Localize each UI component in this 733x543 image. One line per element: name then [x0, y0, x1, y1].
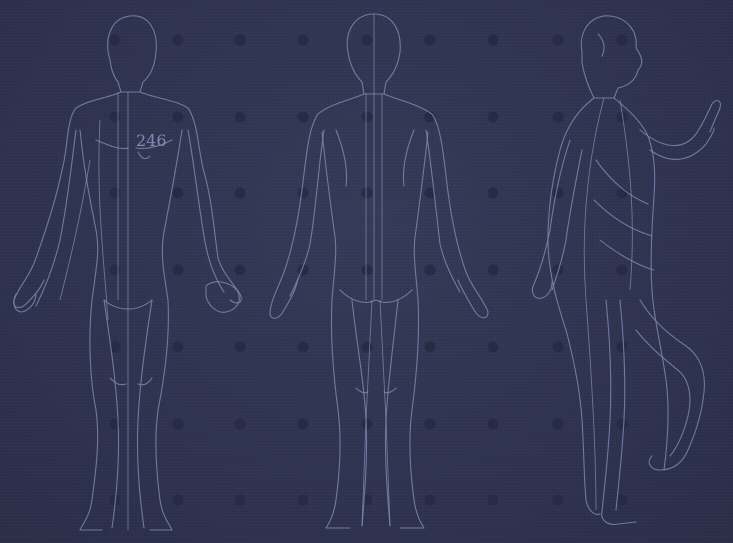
grid-dot	[110, 112, 121, 123]
grid-dot	[235, 265, 246, 276]
grid-dot	[553, 112, 564, 123]
grid-dot	[617, 342, 628, 353]
grid-dot	[173, 495, 184, 506]
grid-dot	[362, 419, 373, 430]
grid-dot	[173, 112, 184, 123]
grid-dot	[235, 188, 246, 199]
grid-dot	[362, 188, 373, 199]
grid-dot	[553, 35, 564, 46]
grid-dot	[173, 265, 184, 276]
grid-dot	[488, 495, 499, 506]
grid-dot	[235, 112, 246, 123]
grid-dot	[425, 495, 436, 506]
grid-dot	[617, 265, 628, 276]
grid-dot	[298, 112, 309, 123]
grid-dot	[110, 265, 121, 276]
grid-dot	[235, 495, 246, 506]
grid-dot	[298, 35, 309, 46]
grid-dot	[553, 419, 564, 430]
grid-dot	[298, 419, 309, 430]
grid-dot	[362, 265, 373, 276]
grid-dot	[425, 265, 436, 276]
grid-dot	[553, 495, 564, 506]
grid-dot	[173, 419, 184, 430]
grid-dot	[488, 419, 499, 430]
figure-label: 246	[136, 131, 167, 150]
grid-dot	[298, 495, 309, 506]
grid-dot	[425, 342, 436, 353]
grid-dot	[425, 35, 436, 46]
grid-dot	[488, 342, 499, 353]
grid-dot	[488, 35, 499, 46]
grid-dot	[362, 342, 373, 353]
grid-dot	[488, 188, 499, 199]
grid-dot	[173, 35, 184, 46]
grid-dot	[617, 495, 628, 506]
grid-dot	[173, 188, 184, 199]
dot-grid	[110, 35, 628, 506]
grid-dot	[173, 342, 184, 353]
grid-dot	[617, 35, 628, 46]
grid-dot	[298, 342, 309, 353]
front-view-figure: 246	[14, 16, 242, 530]
grid-dot	[110, 35, 121, 46]
grid-dot	[488, 112, 499, 123]
grid-dot	[235, 35, 246, 46]
grid-dot	[553, 342, 564, 353]
grid-dot	[235, 342, 246, 353]
grid-dot	[362, 112, 373, 123]
grid-dot	[488, 265, 499, 276]
grid-dot	[110, 188, 121, 199]
grid-dot	[362, 35, 373, 46]
grid-dot	[617, 419, 628, 430]
grid-dot	[235, 419, 246, 430]
grid-dot	[553, 188, 564, 199]
grid-dot	[425, 419, 436, 430]
grid-dot	[298, 188, 309, 199]
